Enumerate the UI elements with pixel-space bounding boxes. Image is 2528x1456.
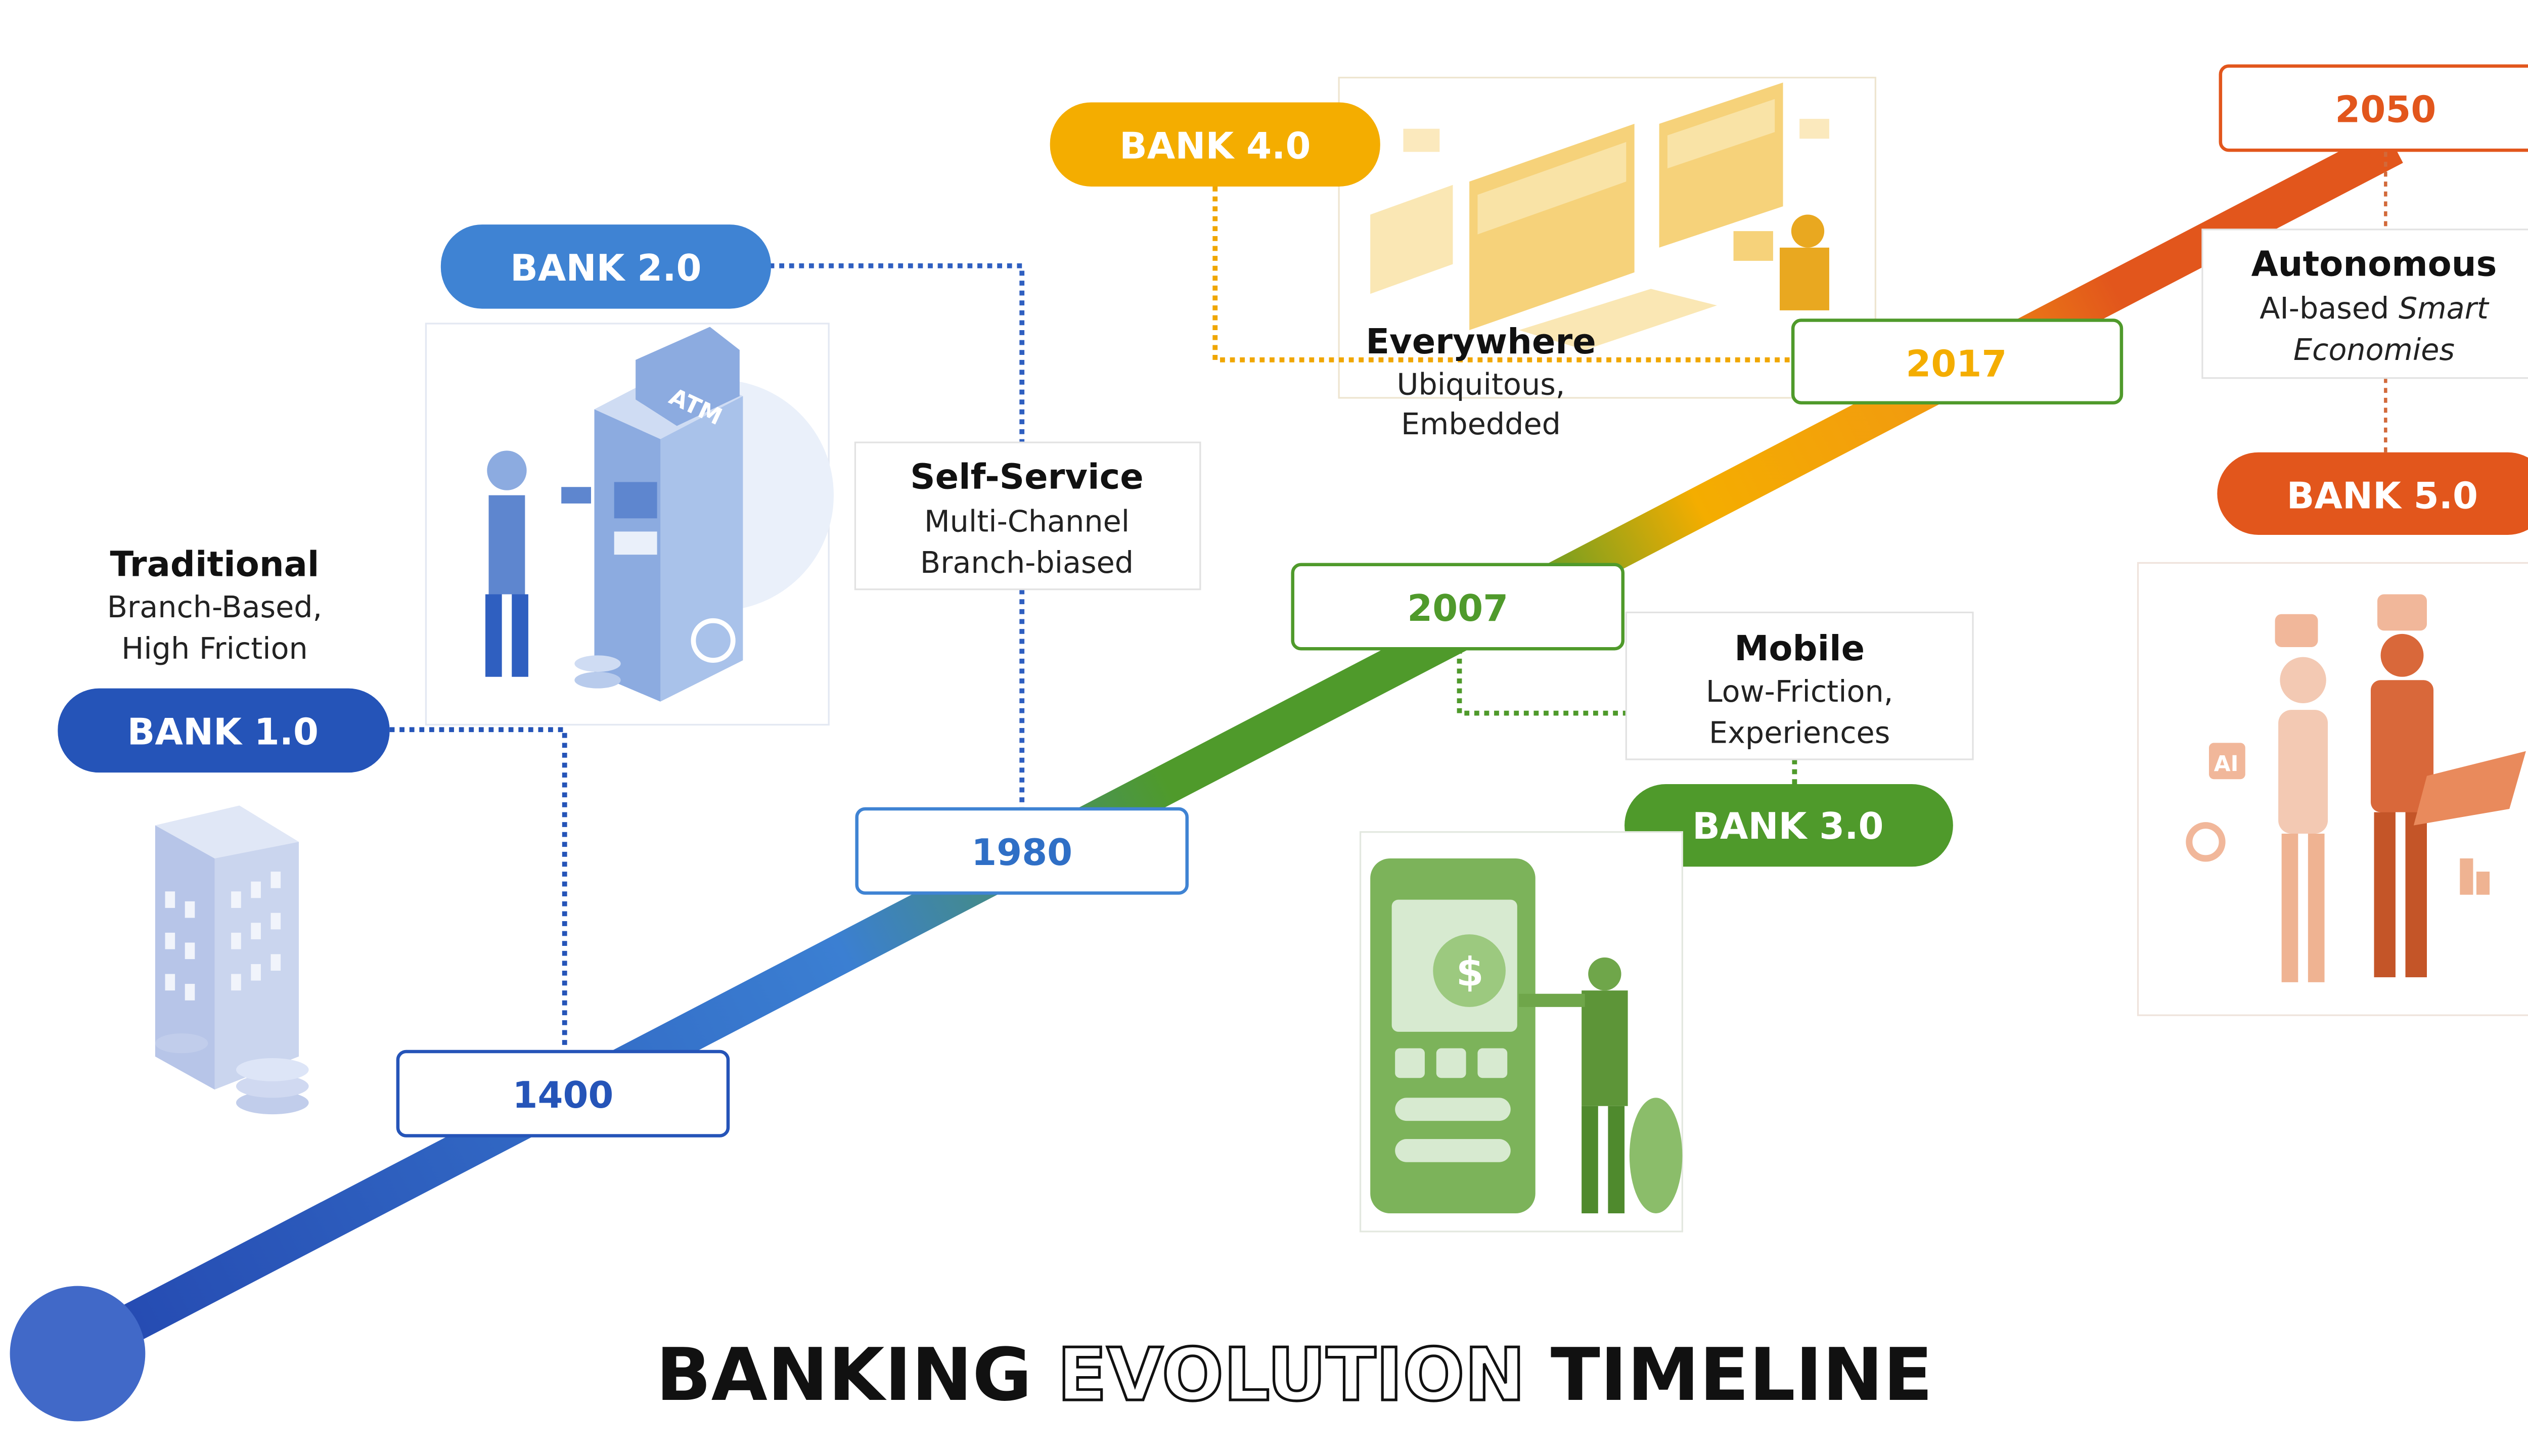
ai-robot-icon: AI: [2137, 562, 2528, 1016]
bank3-badge-label: BANK 3.0: [1692, 805, 1883, 847]
mobile-banking-icon: $: [1359, 831, 1683, 1233]
title-part3: TIMELINE: [1551, 1333, 1933, 1417]
bank5-caption-title: Autonomous: [2251, 244, 2497, 284]
bank2-caption-box: [854, 441, 1201, 590]
bank2-badge-label: BANK 2.0: [510, 247, 701, 289]
bank3-connector: [1457, 649, 1627, 716]
stage-bank2: BANK 2.0 ATM Self-Service Multi-Channel …: [425, 224, 1201, 895]
bank4-badge: [1050, 102, 1380, 187]
ai-label: AI: [2214, 752, 2239, 777]
bank5-caption-ai: AI-based: [2260, 291, 2389, 326]
bank1-connector: [389, 727, 567, 1050]
bank5-caption-line1: AI-based Smart: [2260, 291, 2490, 326]
bank5-badge: [2217, 452, 2528, 535]
bank3-caption-line1: Low-Friction,: [1706, 674, 1893, 709]
bank3-caption-box: [1625, 611, 1974, 760]
atm-machine-icon: ATM: [425, 323, 834, 726]
title-part1: BANKING: [656, 1333, 1032, 1417]
bank1-caption-line2: High Friction: [121, 631, 308, 666]
bank1-caption-line1: Branch-Based,: [107, 589, 322, 624]
bank3-year: 2007: [1407, 587, 1508, 629]
title-part2: EVOLUTION: [1057, 1333, 1525, 1417]
bank5-caption-box: [2201, 229, 2528, 379]
bank-building-icon: [155, 805, 309, 1115]
bank4-caption-line1: Ubiquitous,: [1396, 367, 1565, 401]
bank5-caption-smart: Smart: [2399, 291, 2490, 326]
bank2-caption-line2: Branch-biased: [920, 545, 1134, 580]
bank2-caption-title: Self-Service: [910, 457, 1144, 497]
timeline-start-dot: [10, 1286, 146, 1422]
bank2-connector: [769, 263, 1025, 443]
svg-text:$: $: [1456, 949, 1484, 995]
bank1-year-box: [396, 1050, 730, 1138]
bank1-caption-title: Traditional: [110, 544, 320, 585]
bank3-badge: [1624, 784, 1953, 867]
bank2-year: 1980: [971, 831, 1072, 874]
bank2-badge: [440, 224, 771, 309]
bank2-caption-line1: Multi-Channel: [924, 504, 1130, 538]
bank5-year-box: [2219, 64, 2528, 152]
bank4-badge-label: BANK 4.0: [1119, 124, 1311, 167]
bank5-caption-line2: Economies: [2293, 332, 2455, 367]
bank4-caption-line2: Embedded: [1401, 406, 1561, 441]
bank3-caption-title: Mobile: [1734, 628, 1865, 669]
embedded-devices-icon: [1338, 76, 1877, 399]
stage-bank4: BANK 4.0 Everywhere Ubiquitous, Embedded…: [1050, 76, 2124, 441]
bank1-badge: [58, 688, 390, 773]
bank1-year: 1400: [513, 1074, 614, 1116]
bank4-year: 2017: [1906, 342, 2007, 385]
bank2-year-box: [855, 807, 1189, 895]
bank4-year-box: [1791, 318, 2124, 404]
bank1-badge-label: BANK 1.0: [127, 711, 319, 753]
bank4-caption-title: Everywhere: [1366, 322, 1596, 362]
bank4-connector: [1212, 186, 1795, 362]
bank3-year-box: [1291, 563, 1625, 651]
stage-bank3: 2007 Mobile Low-Friction, Experiences BA…: [1291, 563, 1974, 1233]
bank3-caption-line2: Experiences: [1709, 715, 1890, 750]
stage-bank1: Traditional Branch-Based, High Friction …: [58, 544, 730, 1138]
stage-bank5: 2050 Autonomous AI-based Smart Economies…: [2137, 64, 2528, 1016]
diagram-title: BANKING EVOLUTION TIMELINE: [656, 1333, 1933, 1417]
bank5-badge-label: BANK 5.0: [2287, 475, 2478, 517]
bank5-year: 2050: [2335, 88, 2436, 131]
